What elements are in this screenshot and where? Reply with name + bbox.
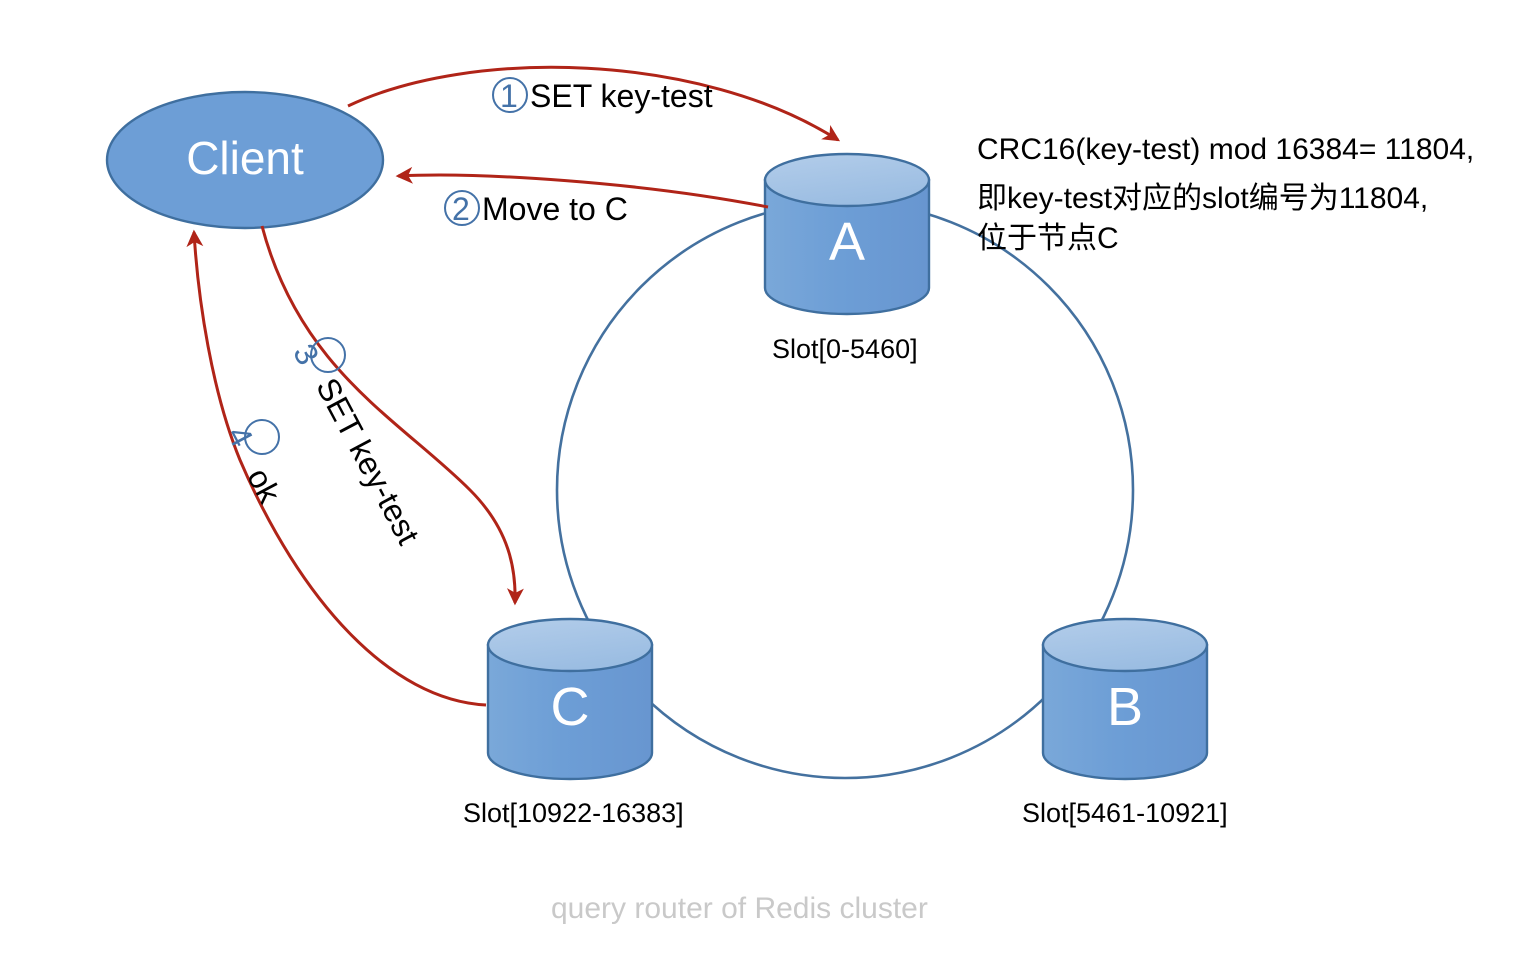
note-line-3: 位于节点C [977, 222, 1119, 255]
arrow-step-4 [186, 229, 487, 707]
step-2-label: Move to C [482, 191, 628, 227]
node-c-top [486, 617, 654, 673]
node-b-body [1041, 643, 1209, 781]
node-b-top [1041, 617, 1209, 673]
step-3-circle [310, 337, 346, 373]
arrow-step-1 [347, 65, 841, 142]
node-c-body [486, 643, 654, 781]
node-c-slot-label: Slot[10922-16383] [463, 798, 684, 828]
step-1-number: 1 [500, 78, 518, 114]
node-a[interactable] [763, 152, 931, 316]
step-1-circle [492, 77, 528, 113]
arrow-step-2 [395, 166, 769, 209]
diagram-caption: query router of Redis cluster [551, 892, 928, 925]
step-2-number: 2 [452, 191, 470, 227]
node-b-slot-label: Slot[5461-10921] [1022, 798, 1228, 828]
step-4-circle [244, 419, 280, 455]
node-b[interactable] [1041, 617, 1209, 781]
client-node[interactable] [105, 90, 385, 230]
arrow-step-3 [260, 225, 524, 606]
step-2-circle [444, 190, 480, 226]
node-a-slot-label: Slot[0-5460] [772, 334, 918, 364]
step-1-label: SET key-test [530, 78, 713, 114]
client-ellipse [105, 90, 385, 230]
node-a-body [763, 178, 931, 316]
note-line-2: 即key-test对应的slot编号为11804, [977, 182, 1429, 215]
client-label: Client [186, 132, 304, 184]
node-a-top [763, 152, 931, 208]
note-line-1: CRC16(key-test) mod 16384= 11804, [977, 133, 1475, 166]
node-c[interactable] [486, 617, 654, 781]
